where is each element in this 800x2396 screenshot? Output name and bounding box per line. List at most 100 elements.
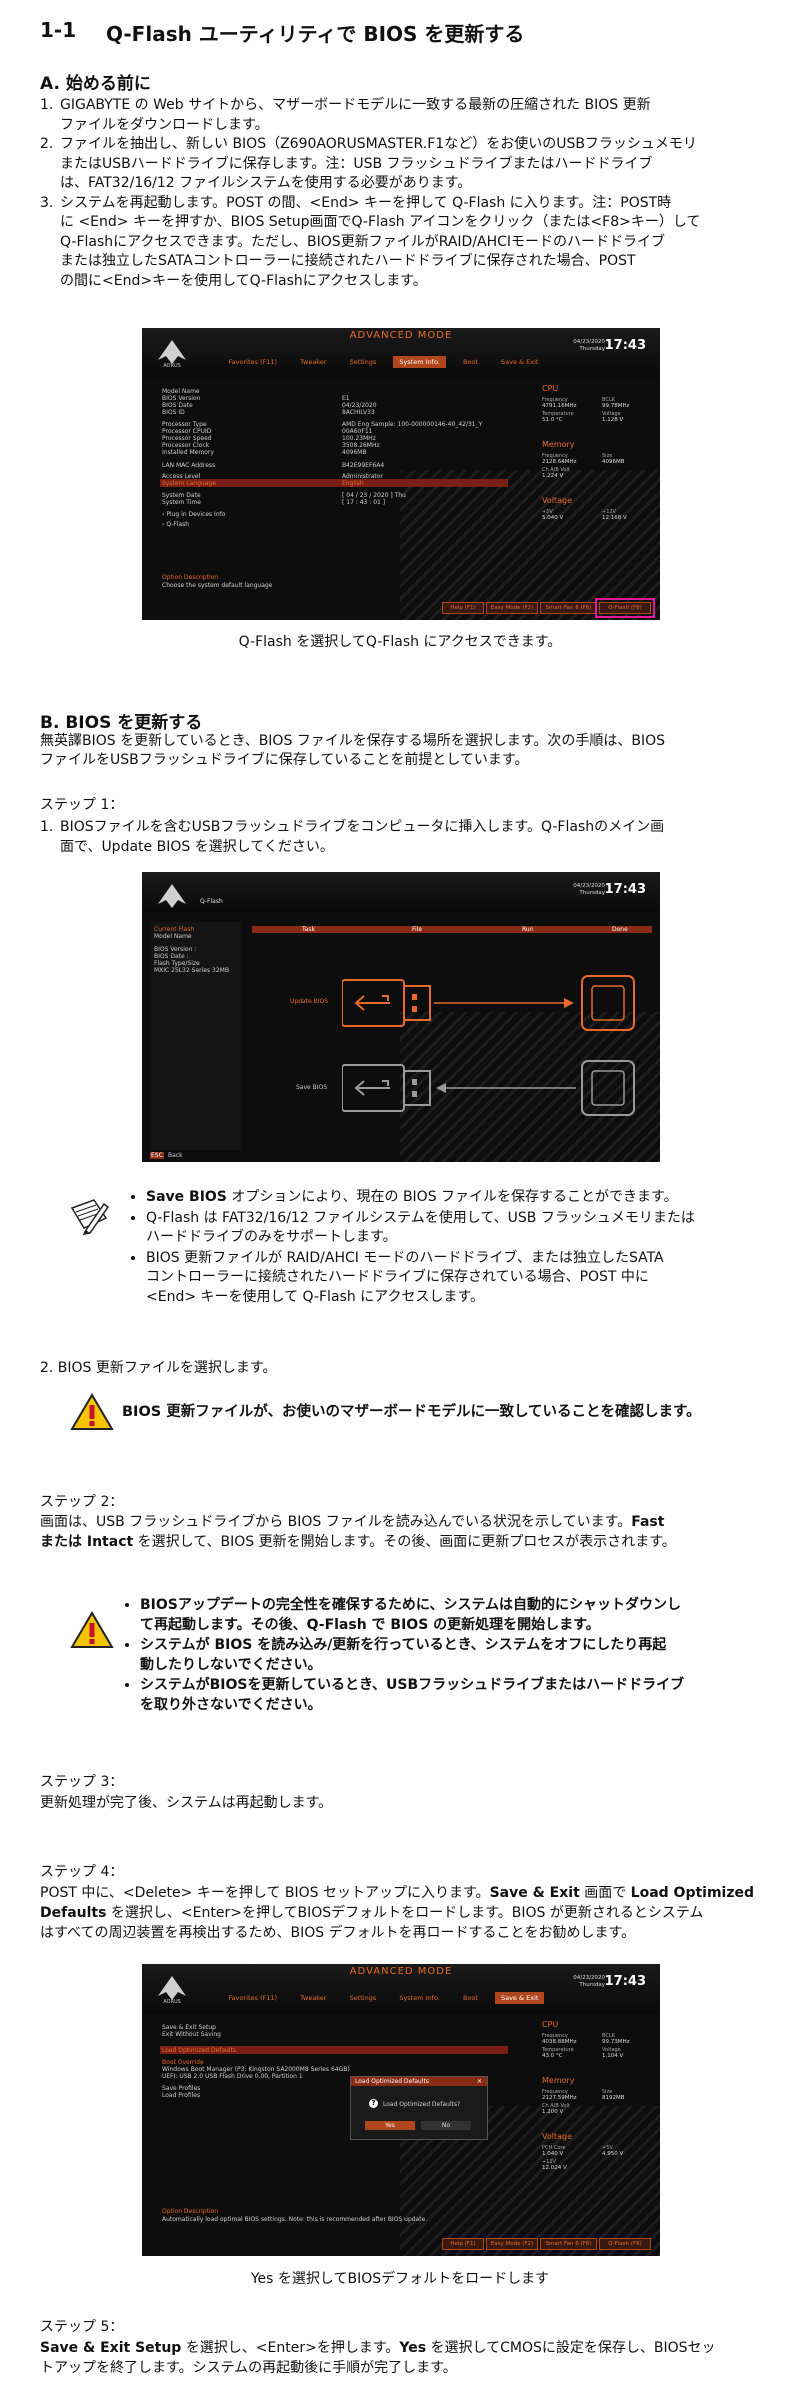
part-a-item-2: 2. ファイルを抽出し、新しい BIOS（Z690AORUSMASTER.F1な… [40,136,697,191]
option-description-text: Choose the system default language [162,582,273,589]
dialog-close-icon[interactable]: ✕ [477,2078,483,2085]
step-2-label: ステップ 2： [40,1494,124,1510]
aorus-logo-icon: AORUS [158,340,186,368]
bios-advanced-mode-screenshot: AORUS ADVANCED MODE Favorites (F11) Twea… [142,328,660,620]
tab-tweaker[interactable]: Tweaker [300,1994,327,2002]
back-label[interactable]: Back [168,1152,183,1159]
step-4-text-3: はすべての周辺装置を再検出するため、BIOS デフォルトを再ロードすることをお勧… [40,1925,636,1941]
step-4-text-1: POST 中に、<Delete> キーを押して BIOS セットアップに入ります… [40,1885,755,1901]
step-5-text-2: トアップを終了します。システムの再起動後に手順が完了します。 [40,2360,457,2376]
task-header [252,926,652,933]
tab-settings[interactable]: Settings [349,358,377,366]
tab-save-exit[interactable]: Save & Exit [494,1992,545,2004]
bios-tab-bar: Favorites (F11) Tweaker Settings System … [217,356,550,368]
help-button[interactable]: Help (F1) [442,602,484,614]
easy-mode-button[interactable]: Easy Mode (F2) [486,2238,538,2250]
warning-icon [70,1611,114,1648]
step-2-text-2: または Intact を選択して、BIOS 更新を開始します。その後、画面に更新… [40,1534,676,1550]
option-description-title: Option Description [162,574,219,581]
warning-2-item-2: システムが BIOS を読み込み/更新を行っているとき、システムをオフにしたり再… [140,1636,774,1675]
selected-row-highlight [160,2046,508,2054]
tab-system-info[interactable]: System Info. [399,1994,440,2002]
yes-button[interactable]: Yes [365,2121,415,2130]
step-3-label: ステップ 3： [40,1774,124,1790]
caption-1: Q-Flash を選択してQ-Flash にアクセスできます。 [238,634,562,650]
question-icon: ? [369,2099,378,2108]
help-button[interactable]: Help (F1) [442,2238,484,2250]
part-b-heading: B. BIOS を更新する [40,713,203,733]
smart-fan-button[interactable]: Smart Fan 6 (F6) [540,2238,597,2250]
bios-save-exit-screenshot: AORUS ADVANCED MODE Favorites (F11) Twea… [142,1964,660,2256]
decorative-stripes [400,470,660,620]
usb-from-chip-save-icon [342,1060,635,1116]
part-a-heading: A. 始める前に [40,74,151,94]
part-b-intro-2: ファイルをUSBフラッシュドライブに保存していることを前提としています。 [40,752,529,768]
q-flash-title: Q-Flash [200,898,223,905]
bios-mode-title: ADVANCED MODE [349,1966,453,1977]
step-1-text-2: 面で、Update BIOS を選択してください。 [60,839,334,855]
section-title: Q-Flash ユーティリティで BIOS を更新する [106,22,525,46]
svg-text:AORUS: AORUS [163,1999,181,2004]
tab-system-info[interactable]: System Info. [393,356,446,368]
easy-mode-button[interactable]: Easy Mode (F2) [486,602,538,614]
dialog-title: Load Optimized Defaults [355,2078,429,2085]
bios-mode-title: ADVANCED MODE [349,330,453,341]
step-3-text: 更新処理が完了後、システムは再起動します。 [40,1795,333,1811]
note-item-3: BIOS 更新ファイルが RAID/AHCI モードのハードドライブ、または独立… [146,1249,770,1308]
option-description-title: Option Description [162,2208,219,2215]
bios-clock: 17:43 [604,1974,646,1989]
part-a-list: 1. GIGABYTE の Web サイトから、マザーボードモデルに一致する最新… [40,96,770,292]
part-a-item-1: 1. GIGABYTE の Web サイトから、マザーボードモデルに一致する最新… [40,97,651,133]
bios-topbar [142,872,660,912]
step-5-text-1: Save & Exit Setup を選択し、<Enter>を押します。Yes … [40,2340,716,2356]
part-b-intro-1: 無英譯BIOS を更新しているとき、BIOS ファイルを保存する場所を選択します… [40,733,666,749]
step-1-label: ステップ 1： [40,797,124,813]
svg-text:AORUS: AORUS [163,363,181,368]
esc-key[interactable] [150,1152,164,1159]
warning-2-item-3: システムがBIOSを更新しているとき、USBフラッシュドライブまたはハードドライ… [140,1676,774,1715]
step-1-2: 2. BIOS 更新ファイルを選択します。 [40,1360,277,1376]
q-flash-button[interactable]: Q-Flash (F8) [599,2238,651,2250]
tab-boot[interactable]: Boot [462,1994,478,2002]
warning-2-item-1: BIOSアップデートの完全性を確保するために、システムは自動的にシャットダウンし… [140,1596,774,1635]
tab-favorites[interactable]: Favorites (F11) [228,1994,278,2002]
step-1-text-1: BIOSファイルを含むUSBフラッシュドライブをコンピュータに挿入します。Q-F… [60,819,665,835]
aorus-logo-icon [158,884,186,908]
tab-tweaker[interactable]: Tweaker [300,358,327,366]
load-defaults-dialog: Load Optimized Defaults ✕ ? Load Optimiz… [350,2076,488,2140]
selected-row-highlight [160,479,508,487]
tab-save-exit[interactable]: Save & Exit [500,358,539,366]
warning-1-text: BIOS 更新ファイルが、お使いのマザーボードモデルに一致していることを確認しま… [122,1404,701,1420]
tab-settings[interactable]: Settings [349,1994,377,2002]
tab-favorites[interactable]: Favorites (F11) [228,358,278,366]
update-bios-option[interactable]: Update BIOS [290,998,329,1005]
section-number: 1-1 [40,18,77,42]
step-4-label: ステップ 4： [40,1864,124,1880]
note-list: Save BIOS オプションにより、現在の BIOS ファイルを保存することが… [130,1188,770,1308]
flash-info-panel [150,922,242,1150]
bios-topbar [142,1964,660,2014]
aorus-logo-icon: AORUS [158,1976,186,2004]
bios-topbar [142,328,660,378]
warning-2-list: BIOSアップデートの完全性を確保するために、システムは自動的にシャットダウンし… [124,1596,774,1716]
tab-boot[interactable]: Boot [462,358,478,366]
usb-to-chip-update-icon [342,975,635,1031]
save-bios-option[interactable]: Save BIOS [296,1084,328,1091]
option-description-text: Automatically load optimal BIOS settings… [162,2216,428,2223]
dialog-question: Load Optimized Defaults? [383,2101,461,2108]
step-2-text-1: 画面は、USB フラッシュドライブから BIOS ファイルを読み込んでいる状況を… [40,1514,665,1530]
no-button[interactable]: No [421,2121,471,2130]
q-flash-button[interactable]: Q-Flash (F8) [595,598,655,618]
step-4-text-2: Defaults を選択し、<Enter>を押してBIOSデフォルトをロードしま… [40,1905,704,1921]
bios-clock: 17:43 [604,882,646,897]
note-item-2: Q-Flash は FAT32/16/12 ファイルシステムを使用して、USB … [146,1209,770,1248]
bios-clock: 17:43 [604,338,646,353]
smart-fan-button[interactable]: Smart Fan 6 (F6) [540,602,597,614]
part-a-item-3: 3. システムを再起動します。POST の間、<End> キーを押して Q-Fl… [40,194,701,289]
bios-tab-bar: Favorites (F11) Tweaker Settings System … [217,1992,550,2004]
step-5-label: ステップ 5： [40,2319,124,2335]
